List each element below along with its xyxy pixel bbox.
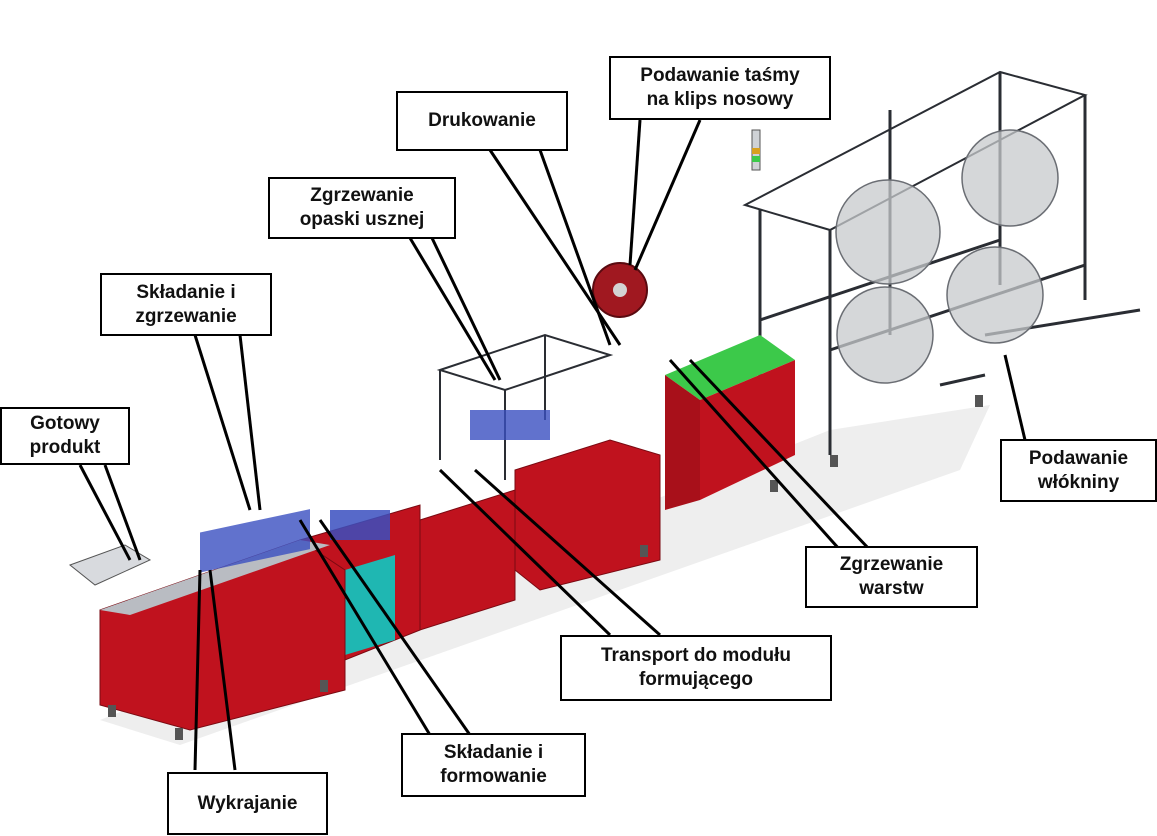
callout-gotowy-produkt: Gotowy produkt (0, 407, 130, 465)
callout-wykrajanie: Wykrajanie (167, 772, 328, 835)
callout-skladanie-formowanie: Składanie i formowanie (401, 733, 586, 797)
callout-transport-do-modulu: Transport do modułu formującego (560, 635, 832, 701)
callout-podawanie-tasmy: Podawanie taśmy na klips nosowy (609, 56, 831, 120)
callout-zgrzewanie-warstw: Zgrzewanie warstw (805, 546, 978, 608)
unwinding-frame (742, 70, 1141, 455)
leader-lines (78, 119, 1027, 771)
signal-tower (751, 129, 761, 171)
callout-zgrzewanie-opaski-usznej: Zgrzewanie opaski usznej (268, 177, 456, 239)
nonwoven-rolls (835, 129, 1059, 384)
nose-clip-reel (592, 262, 648, 318)
callout-podawanie-wlokniny: Podawanie włókniny (1000, 439, 1157, 502)
production-line-machine (68, 70, 1141, 745)
callout-drukowanie: Drukowanie (396, 91, 568, 151)
machine-feet (108, 395, 983, 740)
callout-skladanie-zgrzewanie: Składanie i zgrzewanie (100, 273, 272, 336)
